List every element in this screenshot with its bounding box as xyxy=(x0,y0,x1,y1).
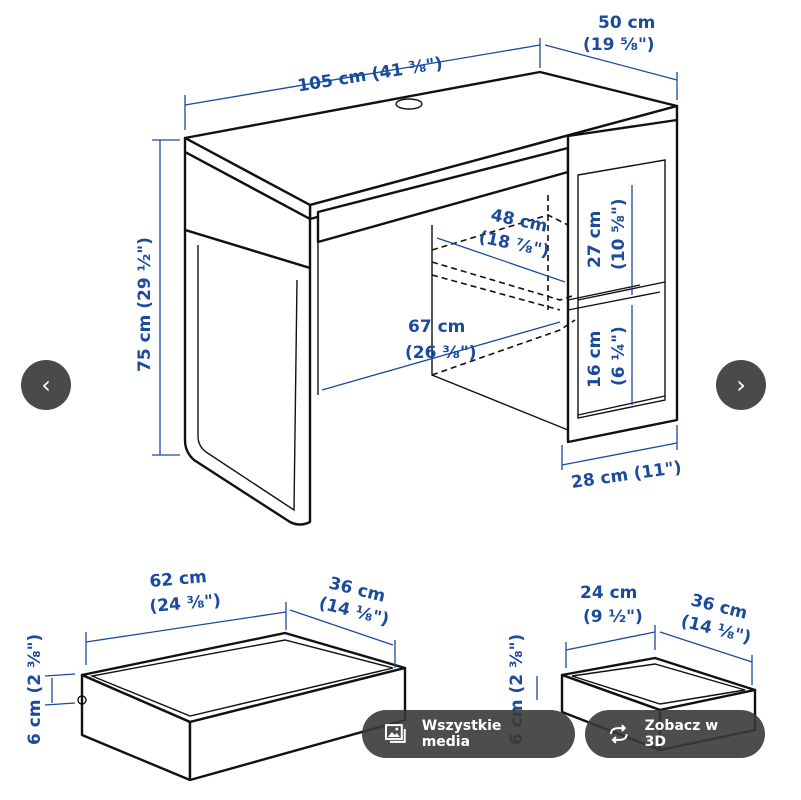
desk-depth-cm-label: 50 cm xyxy=(598,13,655,33)
desk-height-label: 75 cm (29 ½") xyxy=(135,237,155,372)
small-drawer-width-in-label: (9 ½") xyxy=(583,607,643,627)
view-in-3d-button[interactable]: Zobacz w 3D xyxy=(585,710,765,758)
gallery-icon xyxy=(384,724,406,743)
leg-space-cm-label: 67 cm xyxy=(408,317,465,337)
rotate-3d-icon xyxy=(609,724,628,744)
desk-width-label: 105 cm (41 ⅜") xyxy=(296,54,444,97)
large-drawer-width-cm-label: 62 cm xyxy=(149,567,208,592)
desk-depth-in-label: (19 ⅝") xyxy=(583,35,655,55)
chevron-left-icon: ‹ xyxy=(41,371,51,399)
all-media-button[interactable]: Wszystkie media xyxy=(362,710,575,758)
chevron-right-icon: › xyxy=(736,371,746,399)
large-drawer-width-in-label: (24 ⅜") xyxy=(149,591,222,617)
large-drawer-illustration xyxy=(44,602,407,782)
previous-image-button[interactable]: ‹ xyxy=(21,360,71,410)
upper-height-cm-label: 27 cm xyxy=(585,211,605,268)
view-in-3d-label: Zobacz w 3D xyxy=(644,718,719,750)
lower-height-cm-label: 16 cm xyxy=(585,331,605,388)
large-drawer-height-label: 6 cm (2 ⅜") xyxy=(25,634,45,745)
all-media-label: Wszystkie media xyxy=(421,718,502,750)
cabinet-width-label: 28 cm (11") xyxy=(570,458,683,493)
desk-dimension-lines xyxy=(152,38,678,470)
lower-height-in-label: (6 ¼") xyxy=(609,326,629,386)
desk-illustration xyxy=(183,70,679,526)
next-image-button[interactable]: › xyxy=(716,360,766,410)
small-drawer-width-cm-label: 24 cm xyxy=(580,583,637,603)
leg-space-in-label: (26 ⅜") xyxy=(405,343,477,363)
upper-height-in-label: (10 ⅝") xyxy=(609,198,629,270)
